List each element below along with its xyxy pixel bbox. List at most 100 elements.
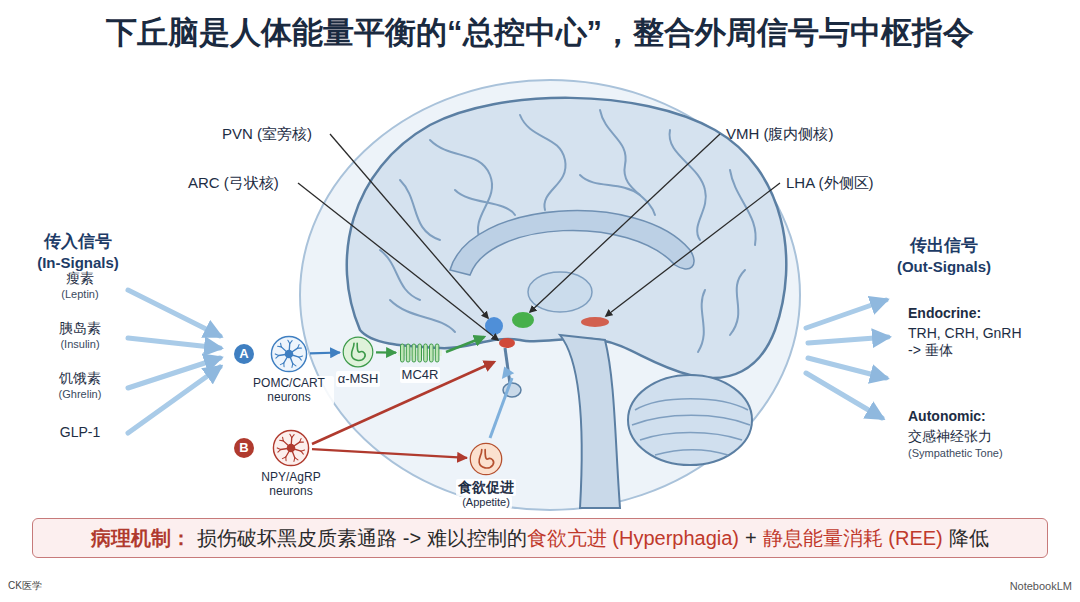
node-caption: 食欲促进(Appetite)	[444, 479, 528, 509]
pathway-arrow	[312, 362, 494, 444]
text-label: (Sympathetic Tone)	[908, 447, 1003, 460]
stomach-icon	[469, 442, 503, 476]
text-label: VMH (腹内侧核)	[726, 125, 834, 143]
receptor-node: MC4R	[398, 342, 442, 364]
soma	[287, 444, 296, 453]
text-label: LHA (外侧区)	[786, 174, 874, 192]
dendrite-branch	[298, 348, 302, 349]
gyrus	[400, 180, 440, 240]
text-label: NotebookLM	[968, 580, 1072, 593]
receptor-helix	[430, 344, 434, 362]
callout-badge: B	[234, 438, 254, 458]
gyrus	[580, 175, 640, 195]
text-label: (In-Signals)	[20, 254, 136, 272]
node-caption: NPY/AgRP neurons	[246, 470, 336, 499]
dendrite-branch	[299, 357, 301, 360]
thalamus	[528, 272, 592, 312]
head-outline	[300, 80, 800, 510]
title: 下丘脑是人体能量平衡的“总控中心”，整合外周信号与中枢指令	[106, 14, 974, 51]
icon-outline	[470, 443, 501, 474]
stomach-node: 食欲促进(Appetite)	[469, 442, 503, 476]
receptor-helix	[418, 344, 422, 362]
arc-spot	[499, 338, 515, 348]
lha-spot	[581, 317, 609, 327]
text-label: Autonomic:	[908, 408, 986, 425]
neuron-icon	[270, 335, 308, 373]
dendrite-branch	[292, 435, 294, 438]
text-label: CK医学	[8, 580, 42, 592]
signal-arrow	[806, 300, 886, 328]
dendrite-branch	[280, 343, 282, 347]
text-label: (Out-Signals)	[876, 258, 1012, 276]
neuron-outline	[271, 336, 306, 371]
connector-arrow	[310, 351, 340, 354]
band-text: 病理机制：损伤破坏黑皮质素通路 -> 难以控制的食欲亢进 (Hyperphagi…	[91, 526, 988, 550]
text-label: 传出信号	[876, 236, 1012, 256]
signal-arrow	[128, 338, 220, 348]
receptor-icon	[398, 342, 442, 364]
text-label: 胰岛素	[40, 320, 120, 337]
dendrite-branch	[278, 450, 281, 453]
text-label: (Ghrelin)	[40, 388, 120, 401]
dendrite-branch	[295, 458, 298, 460]
dendrite-branch	[291, 364, 293, 368]
text-label: 瘦素	[40, 270, 120, 287]
badge-letter: A	[234, 344, 254, 364]
note-text: 降低	[949, 527, 989, 549]
folium	[640, 433, 742, 441]
signal-arrow	[808, 337, 888, 343]
connector-arrow	[312, 449, 467, 458]
gyrus	[455, 190, 515, 215]
node-label: POMC/CART neurons	[244, 376, 334, 405]
gyrus	[430, 140, 492, 240]
pathway-arrow	[446, 337, 484, 352]
neuron-icon	[272, 429, 310, 467]
signal-arrow	[128, 290, 220, 336]
node-label: (Appetite)	[460, 496, 512, 509]
leader-lines	[298, 134, 780, 340]
dendrite-branch	[301, 450, 305, 451]
dendrite-branch	[298, 345, 299, 349]
text-label: 传入信号	[20, 232, 136, 252]
gyrus	[390, 300, 455, 332]
gyrus	[730, 270, 745, 335]
folium	[655, 450, 728, 455]
note-text: 静息能量消耗 (REE)	[763, 527, 943, 549]
receptor-helix	[406, 344, 410, 362]
badge-letter: B	[234, 438, 254, 458]
node-label: NPY/AgRP neurons	[246, 470, 336, 499]
stomach-node: α-MSH	[342, 336, 374, 368]
note-text: 食欲亢进 (Hyperphagia)	[527, 527, 739, 549]
gyrus	[698, 290, 705, 352]
neuron-node: POMC/CART neurons	[270, 335, 308, 373]
dendrite-branch	[290, 341, 292, 344]
cerebellum	[628, 375, 752, 465]
receptor-helix	[412, 344, 416, 362]
icon-outline	[343, 337, 373, 367]
gyri	[380, 110, 756, 352]
leader-line	[298, 183, 498, 340]
dendrite-branch	[282, 437, 284, 441]
gyrus	[600, 110, 655, 215]
dendrite-branch	[300, 439, 301, 443]
neuron-node: NPY/AgRP neurons	[272, 429, 310, 467]
dendrite-branch	[288, 340, 290, 343]
receptor-helix	[401, 344, 405, 362]
cerebellum-folia	[632, 399, 750, 455]
dendrite-branch	[277, 448, 280, 450]
dendrite-branch	[290, 434, 292, 437]
node-caption: MC4R	[392, 367, 448, 383]
text-label: 交感神经张力	[908, 428, 992, 445]
dendrite-branch	[293, 364, 296, 366]
folium	[632, 415, 750, 425]
dendrite-branch	[280, 363, 283, 365]
arrow-head-shape	[500, 365, 515, 379]
dendrite-branch	[276, 356, 279, 359]
neuron-outline	[273, 430, 308, 465]
text-label: (Leptin)	[40, 288, 120, 301]
pituitary-stalk	[505, 348, 510, 384]
signal-arrow	[128, 358, 220, 388]
